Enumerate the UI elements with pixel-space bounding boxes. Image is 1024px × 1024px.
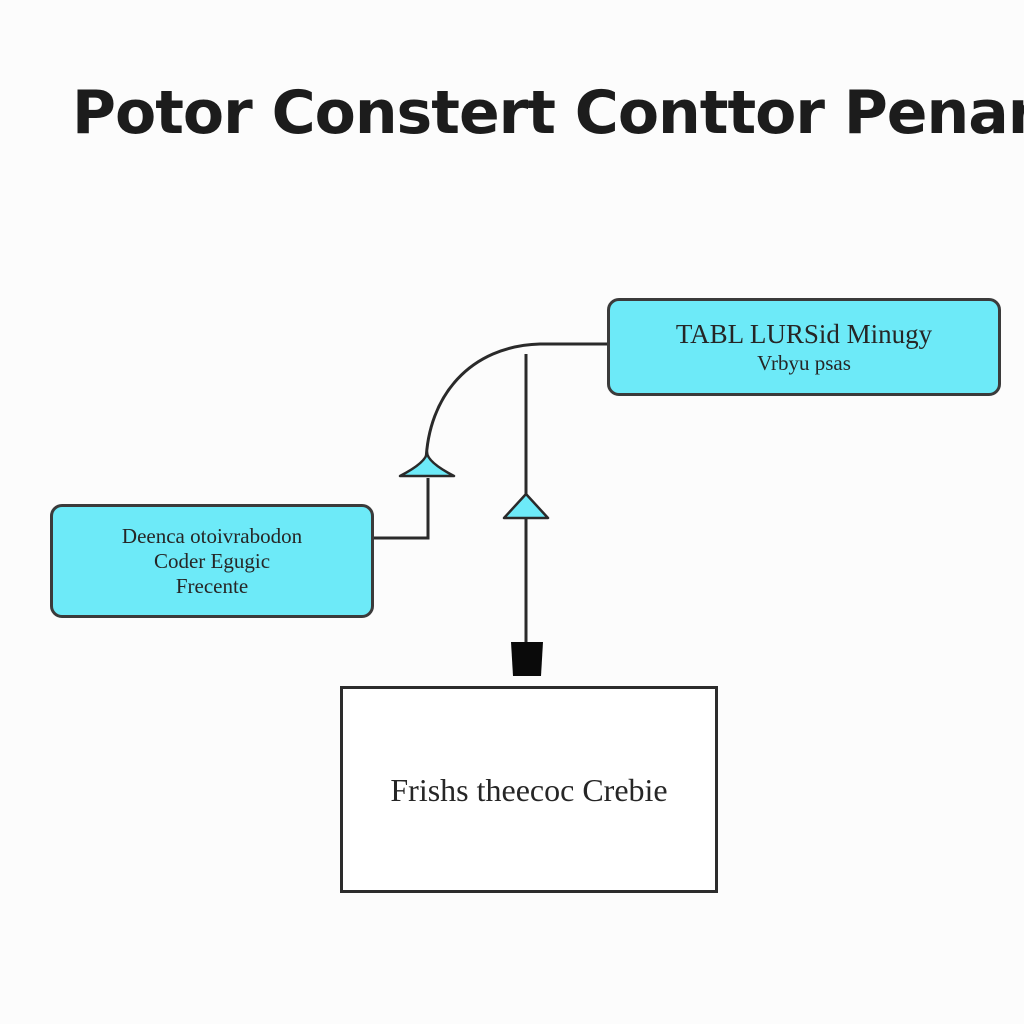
top-right-node: TABL LURSid Minugy Vrbyu psas — [607, 298, 1001, 396]
left-node-line-2: Coder Egugic — [153, 548, 271, 573]
bottom-node-label: Frishs theecoc Crebie — [390, 771, 668, 808]
top-right-node-line-1: TABL LURSid Minugy — [675, 319, 933, 349]
junction-marker — [398, 450, 456, 478]
elbow-connector — [374, 478, 430, 540]
curved-connector — [424, 342, 608, 463]
bottom-node: Frishs theecoc Crebie — [340, 686, 718, 893]
terminal-block — [511, 642, 543, 676]
left-node-line-3: Frecente — [175, 573, 249, 598]
diagram-title: Potor Constert Conttor Penar — [72, 78, 1024, 148]
left-node-line-1: Deenca otoivrabodon — [121, 523, 303, 548]
left-node: Deenca otoivrabodon Coder Egugic Frecent… — [50, 504, 374, 618]
arrowhead-marker — [502, 492, 550, 520]
top-right-node-line-2: Vrbyu psas — [757, 351, 851, 375]
